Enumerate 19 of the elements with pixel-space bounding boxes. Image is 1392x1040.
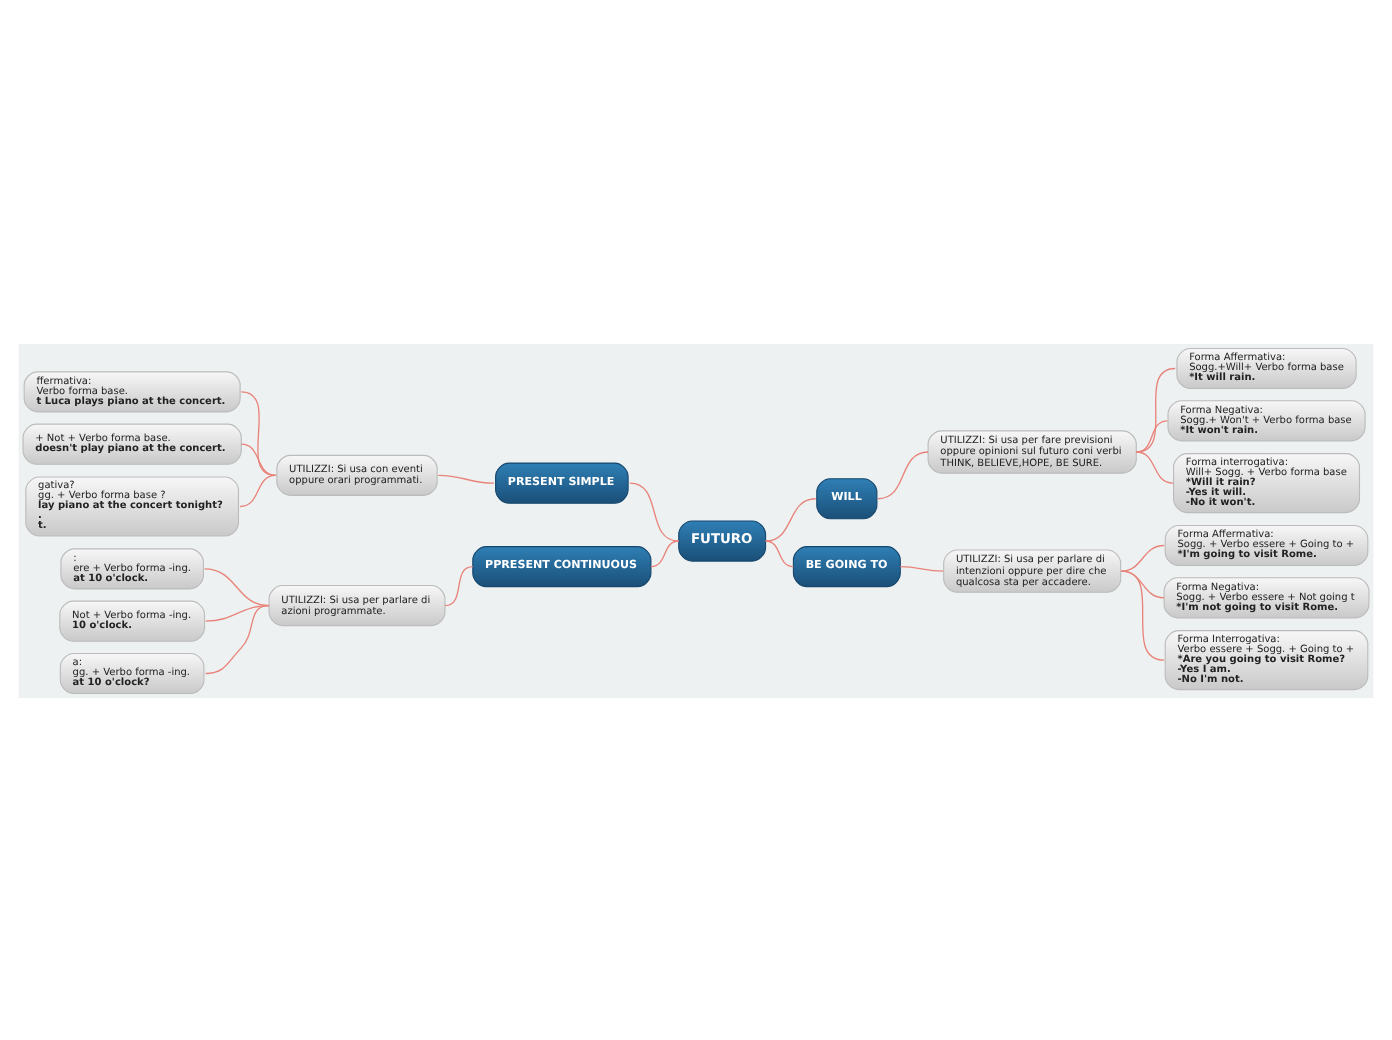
connector: [204, 603, 270, 621]
connector: [899, 564, 944, 571]
connector: [1120, 569, 1165, 660]
connector: [240, 442, 277, 476]
connector: [203, 567, 270, 606]
connector: [1135, 419, 1169, 452]
connector: [239, 473, 277, 507]
connector: [1135, 366, 1176, 452]
connector: [240, 390, 277, 476]
connector: [1120, 543, 1165, 571]
connector: [204, 603, 270, 674]
connector: [444, 564, 474, 606]
connector: [437, 473, 495, 483]
connector: [629, 481, 680, 541]
connector: [764, 539, 795, 567]
connector: [764, 497, 817, 541]
connector: [1135, 450, 1174, 483]
connector: [877, 450, 929, 499]
connector: [650, 539, 680, 567]
